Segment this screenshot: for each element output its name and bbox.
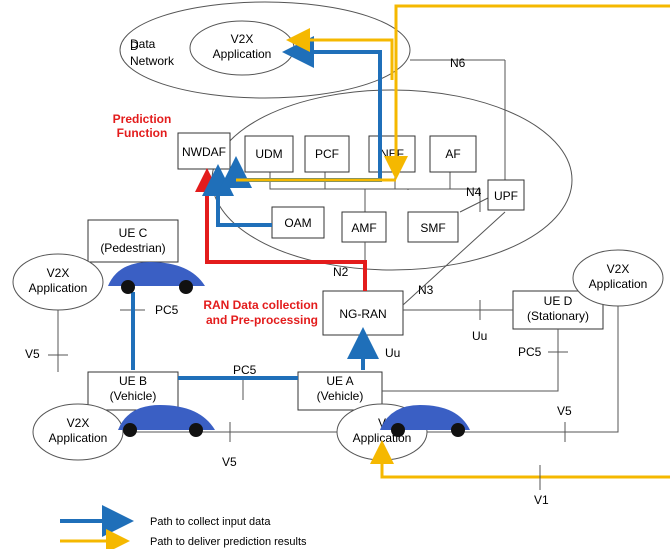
pcf-label: PCF [315,147,339,161]
n6-line [410,59,506,180]
af-box [429,135,477,173]
ue-c-box [87,219,179,263]
af-label: AF [445,147,460,161]
ue-c-label: UE C(Pedestrian) [100,226,165,255]
car-ue-a [380,405,470,437]
ue-d-label: UE D(Stationary) [527,294,589,323]
nef-label: NEF [380,147,404,161]
oam-box [271,206,325,239]
n6-label: N6 [450,56,466,70]
ng-ran-label: NG-RAN [339,307,386,321]
yellow-v1-path [370,440,670,479]
pcf-box [304,135,350,173]
oam-label: OAM [284,216,311,230]
v1-label: V1 [534,493,549,507]
v5-left-label: V5 [25,347,40,361]
legend-yellow-label: Path to deliver prediction results [150,536,307,548]
yellow-nef-path [384,4,670,180]
n3-line [402,211,506,306]
smf-label: SMF [420,221,445,235]
blue-oam-path [202,164,272,227]
nwdaf-label: NWDAF [182,145,226,159]
v5-bottom-label: V5 [222,455,237,469]
udm-box [244,135,294,173]
red-ran-path [195,168,367,291]
legend-blue-label: Path to collect input data [150,516,271,528]
amf-box [341,211,387,243]
uu2-label: Uu [472,329,487,343]
ue-a-label: UE A(Vehicle) [317,374,364,403]
data-network-label: D [130,39,139,53]
ue-b-box [87,371,179,411]
n4-line [459,197,489,213]
ue-b-label: UE B(Vehicle) [110,374,157,403]
pc5-ab-label: PC5 [233,363,257,377]
smf-box [407,211,459,243]
yellow-dn-path [286,28,394,80]
n2-label: N2 [333,265,349,279]
udm-label: UDM [255,147,282,161]
blue-dn-path [282,36,382,136]
v5-right-label: V5 [557,404,572,418]
car-ue-c [108,262,205,294]
car-ue-b [118,405,215,437]
upf-box [487,179,525,211]
uu1-label: Uu [385,346,400,360]
amf-label: AMF [351,221,376,235]
pc5-d-label: PC5 [518,345,542,359]
pc5-d-line [382,329,559,392]
n3-label: N3 [418,283,434,297]
core-bus-2 [364,188,481,212]
pc5-c-label: PC5 [155,303,179,317]
ue-a-box [297,371,383,411]
upf-label: UPF [494,189,518,203]
v5-right-line [427,306,619,433]
n4-label: N4 [466,185,482,199]
